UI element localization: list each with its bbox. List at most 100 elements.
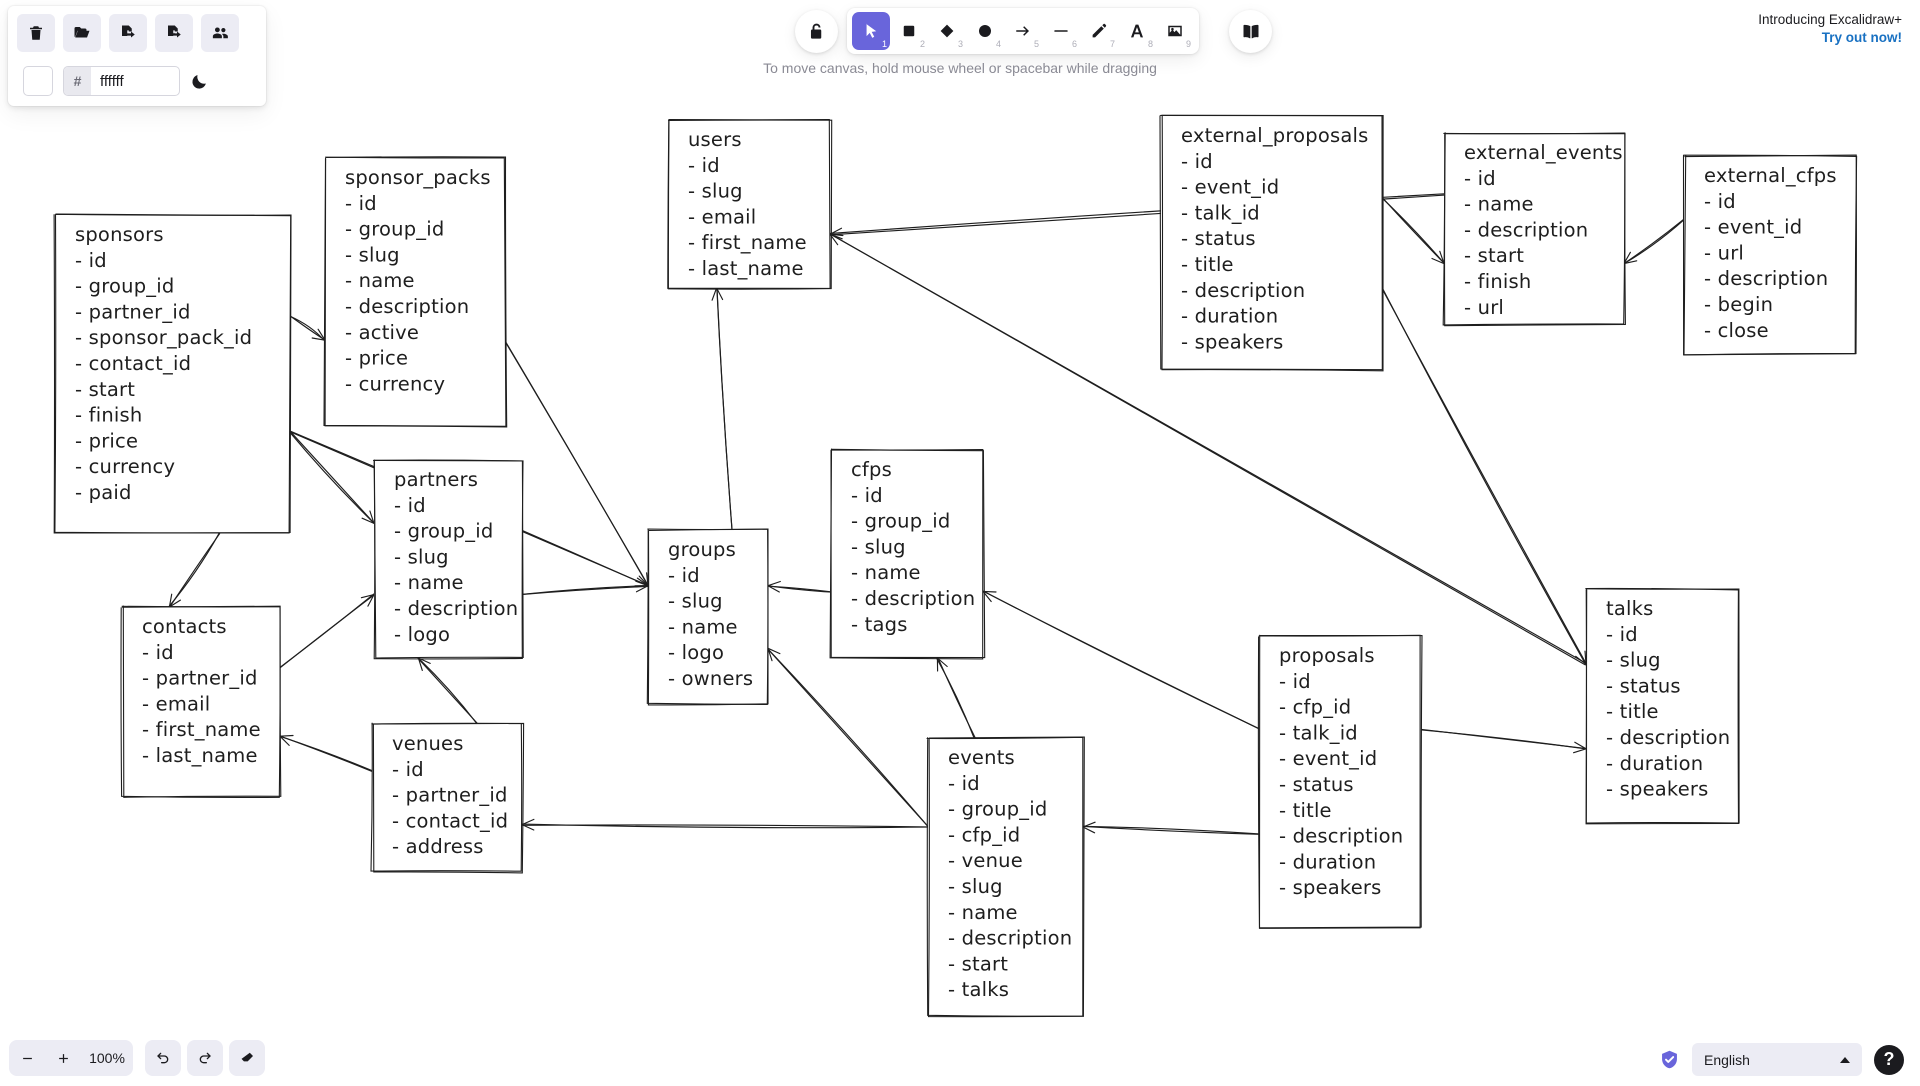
table-box-partners[interactable]: partners- id- group_id- slug- name- desc… <box>372 459 524 660</box>
table-box-external_events[interactable]: external_events- id- name- description- … <box>1442 132 1626 327</box>
table-name: contacts <box>142 615 227 638</box>
table-name: partners <box>394 468 478 491</box>
table-box-outline <box>1258 634 1423 929</box>
undo-button[interactable] <box>145 1040 181 1076</box>
minus-icon <box>22 1057 32 1059</box>
relation-arrow[interactable] <box>521 818 929 831</box>
relation-arrow[interactable] <box>1381 196 1446 265</box>
relation-arrow[interactable] <box>1381 287 1588 665</box>
table-box-sponsor_packs[interactable]: sponsor_packs- id- group_id- slug- name-… <box>323 156 508 428</box>
relation-arrow[interactable] <box>417 657 478 725</box>
table-field: - group_id <box>948 798 1047 821</box>
tool-rectangle[interactable]: 2 <box>890 12 928 50</box>
live-collaboration-button[interactable] <box>201 14 239 52</box>
table-field: - title <box>1606 700 1659 723</box>
relation-arrow[interactable] <box>520 580 649 596</box>
table-box-groups[interactable]: groups- id- slug- name- logo- owners <box>646 528 769 706</box>
relation-arrow[interactable] <box>936 656 976 739</box>
relation-arrow[interactable] <box>1419 728 1587 754</box>
tool-text[interactable]: 8 <box>1118 12 1156 50</box>
promo-cta-link[interactable]: Try out now! <box>1821 30 1902 46</box>
table-box-outline <box>647 528 769 706</box>
table-field: - event_id <box>1181 176 1279 199</box>
table-name: cfps <box>851 458 892 481</box>
table-box-users[interactable]: users- id- slug- email- first_name- last… <box>667 119 833 290</box>
cursor-arrow-icon <box>866 23 877 38</box>
table-box-sponsors[interactable]: sponsors- id- group_id- partner_id- spon… <box>53 213 292 534</box>
canvas-background-swatch[interactable] <box>23 66 53 96</box>
open-button[interactable] <box>63 14 101 52</box>
letter-a-icon <box>1131 24 1143 38</box>
table-box-venues[interactable]: venues- id- partner_id- contact_id- addr… <box>370 722 525 874</box>
table-box-proposals[interactable]: proposals- id- cfp_id- talk_id- event_id… <box>1257 634 1423 929</box>
tool-ellipse[interactable]: 4 <box>966 12 1004 50</box>
relation-arrow[interactable] <box>1623 219 1685 265</box>
table-box-outline <box>373 459 524 659</box>
tool-image[interactable]: 9 <box>1156 12 1194 50</box>
relation-arrow[interactable] <box>766 647 929 828</box>
square-icon <box>903 25 915 37</box>
encryption-shield-icon[interactable] <box>1659 1049 1680 1070</box>
tool-selection[interactable]: 1 <box>852 12 890 50</box>
language-select[interactable]: English <box>1692 1043 1862 1076</box>
table-box-outline <box>927 736 1085 1018</box>
canvas-actions-row <box>17 14 257 52</box>
table-box-outline <box>667 119 833 290</box>
table-field: - description <box>1279 825 1403 848</box>
export-image-button[interactable] <box>155 14 193 52</box>
relation-arrow[interactable] <box>288 431 376 525</box>
lock-tool-button[interactable] <box>795 10 838 53</box>
redo-button[interactable] <box>187 1040 223 1076</box>
table-box-external_cfps[interactable]: external_cfps- id- event_id- url- descri… <box>1682 154 1858 356</box>
table-field: - description <box>1464 218 1588 241</box>
reset-canvas-button[interactable] <box>17 14 55 52</box>
relation-arrow[interactable] <box>504 339 649 587</box>
table-box-outline <box>1585 588 1740 824</box>
book-icon <box>1243 24 1258 38</box>
table-field: - id <box>142 641 174 664</box>
table-field: - email <box>688 205 756 228</box>
zoom-in-button[interactable] <box>45 1040 81 1076</box>
theme-toggle-button[interactable] <box>190 72 209 91</box>
relation-arrow[interactable] <box>1082 821 1261 835</box>
table-box-fill <box>1684 156 1856 354</box>
tool-draw[interactable]: 7 <box>1080 12 1118 50</box>
tool-arrow[interactable]: 5 <box>1004 12 1042 50</box>
relation-arrow[interactable] <box>767 580 832 593</box>
relation-arrow[interactable] <box>168 533 221 608</box>
relation-arrow[interactable] <box>279 734 373 772</box>
zoom-reset-button[interactable]: 100% <box>81 1040 133 1076</box>
table-field: - close <box>1704 319 1769 342</box>
export-image-icon <box>168 25 181 38</box>
relation-arrow[interactable] <box>982 590 1260 730</box>
relation-arrow[interactable] <box>289 315 326 342</box>
table-field: - name <box>345 269 415 292</box>
tool-line[interactable]: 6 <box>1042 12 1080 50</box>
language-label: English <box>1704 1051 1750 1068</box>
table-box-cfps[interactable]: cfps- id- group_id- slug- name- descript… <box>829 448 986 660</box>
table-box-talks[interactable]: talks- id- slug- status- title- descript… <box>1585 587 1740 825</box>
zoom-out-button[interactable] <box>9 1040 45 1076</box>
table-field: - price <box>345 347 408 370</box>
table-box-external_proposals[interactable]: external_proposals- id- event_id- talk_i… <box>1159 114 1384 372</box>
tool-diamond[interactable]: 3 <box>928 12 966 50</box>
table-box-contacts[interactable]: contacts- id- partner_id- email- first_n… <box>120 605 282 798</box>
library-button[interactable] <box>1229 10 1272 53</box>
relation-arrow[interactable] <box>711 287 733 532</box>
eraser-button[interactable] <box>229 1040 265 1076</box>
table-name: external_events <box>1464 141 1623 164</box>
table-name: proposals <box>1279 644 1375 667</box>
canvas-background-hex-input[interactable] <box>91 67 179 95</box>
tool-shortcut: 9 <box>1185 39 1191 49</box>
save-to-file-button[interactable] <box>109 14 147 52</box>
table-box-fill <box>55 215 290 533</box>
help-button[interactable]: ? <box>1874 1044 1904 1075</box>
table-box-fill <box>648 530 768 704</box>
table-box-events[interactable]: events- id- group_id- cfp_id- venue- slu… <box>926 736 1085 1018</box>
table-field: - cfp_id <box>1279 696 1351 719</box>
table-field: - description <box>345 295 469 318</box>
relation-arrow[interactable] <box>278 593 375 669</box>
table-box-fill <box>374 460 522 658</box>
